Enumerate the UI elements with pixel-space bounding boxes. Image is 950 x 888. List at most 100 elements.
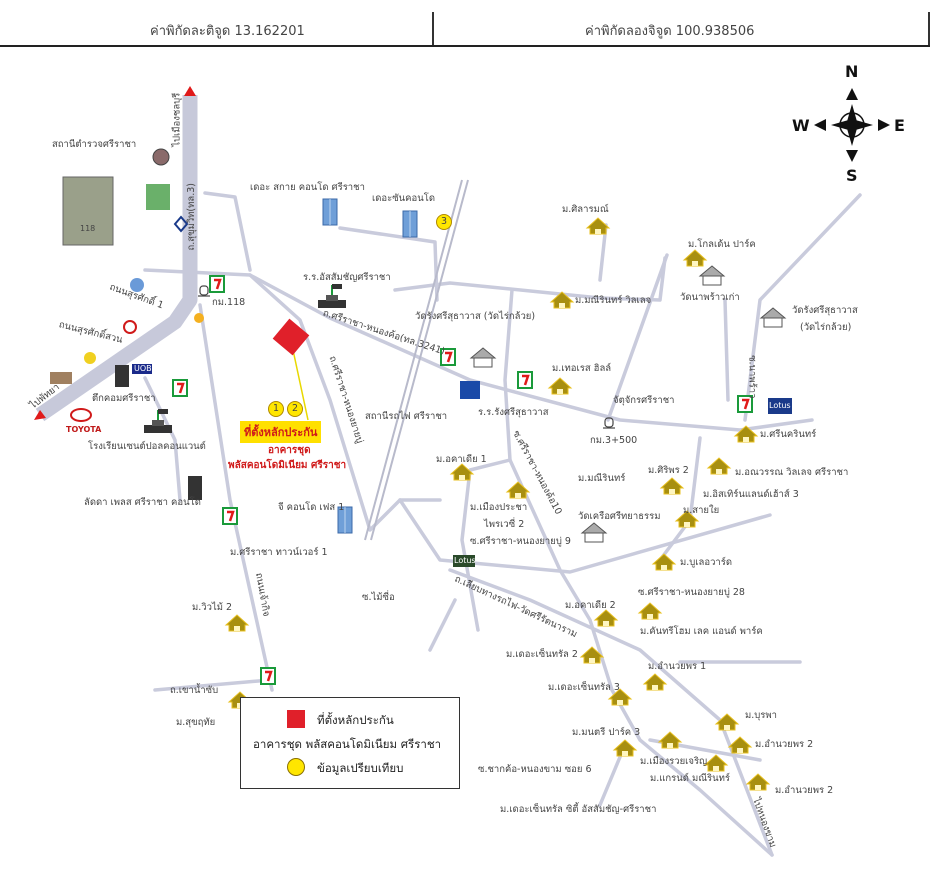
school-icon [317, 283, 347, 309]
house-icon [707, 457, 731, 475]
map-label: ม.เดอะเซ็นทรัล 3 [548, 682, 620, 693]
buildings [50, 148, 792, 567]
house-icon [704, 754, 728, 772]
lotus-logo-text: Lotus [769, 401, 791, 410]
map-label: ร.ร.อัสสัมชัญศรีราชา [303, 272, 391, 283]
toyota-logo-icon [70, 408, 92, 422]
seven-eleven-icon [208, 274, 226, 294]
office-building-icon [188, 476, 202, 500]
legend-subject-label: ที่ตั้งหลักประกัน [317, 713, 394, 727]
map-label: ซ.ศรีราชา-หนองยายบู่ 9 [470, 536, 571, 547]
bank-logo-icon [130, 278, 144, 292]
house-icon [643, 673, 667, 691]
direction-arrows [34, 86, 196, 420]
map-label: ถ.เขาน้ำซับ [170, 685, 219, 696]
house-icon [658, 731, 682, 749]
map-label: ม.มณีรินทร์ วิลเลจ [575, 295, 652, 306]
map-label: ม.วิวไม้ 2 [192, 602, 233, 613]
hospital-logo-icon [146, 184, 170, 210]
map-label: ตึกคอมศรีราชา [92, 393, 156, 404]
house-icon [586, 217, 610, 235]
map-label: วัดนาพร้าวเก่า [680, 292, 740, 303]
map-label: วัดรังศรีสุธาวาส (วัดไร่กล้วย) [415, 311, 536, 322]
subject-tag: ที่ตั้งหลักประกัน [240, 421, 322, 443]
school-icon [143, 408, 173, 434]
police-icon [152, 148, 170, 166]
map-label: ม.ศิริพร 2 [648, 465, 689, 476]
house-icon [450, 463, 474, 481]
compass [814, 88, 890, 162]
map-label: ม.มณีรินทร์ [578, 473, 626, 484]
map-label: ซ.นาพร้าว [746, 355, 758, 399]
uob-logo-text: UOB [134, 364, 152, 373]
map-label: ม.สายใย [683, 505, 720, 516]
map-label: ม.อิสเทิร์นแลนด์เฮ้าส์ 3 [703, 489, 799, 500]
map-label: (วัดไร่กล้วย) [800, 322, 852, 333]
house-icon [715, 713, 739, 731]
map-label: กม.118 [212, 297, 246, 308]
milestone-number: 118 [80, 224, 96, 233]
map-label: ซ.ศรีราชา-หนองยายบู่ 28 [638, 587, 745, 598]
bank-logo-icon [173, 215, 189, 233]
compass-north-label: N [845, 62, 859, 81]
comparable-marker-1[interactable]: 1 [268, 401, 284, 417]
comparable-marker-2[interactable]: 2 [287, 401, 303, 417]
seven-eleven-icon [516, 370, 534, 390]
house-icon [506, 481, 530, 499]
compass-south-label: S [846, 166, 858, 185]
temple-icon [581, 522, 607, 543]
legend-comparable-label: ข้อมูลเปรียบเทียบ [317, 761, 404, 775]
divider [928, 12, 930, 45]
house-icon [652, 553, 676, 571]
map-label: ไพรเวซี่ 2 [484, 519, 525, 530]
uob-logo-icon [132, 364, 152, 374]
map-legend: ที่ตั้งหลักประกัน อาคารชุด พลัสคอนโดมิเน… [240, 697, 460, 789]
map-label: ม.อคาเดีย 2 [565, 600, 616, 611]
house-icon [638, 602, 662, 620]
map-label: ซ.ไม้ซี่อ [362, 592, 395, 603]
flag-school-icon [460, 381, 480, 399]
map-label: ม.ศรีนครินทร์ [760, 429, 817, 440]
map-label: ม.แกรนด์ มณีรินทร์ [650, 773, 730, 784]
map-label: ม.เทอเรส ฮิลล์ [552, 363, 612, 374]
temple-icon [470, 347, 496, 368]
map-label: สถานีรถไฟ ศรีราชา [365, 411, 448, 422]
map-label: วัดเครือศรีทยาธรรม [578, 511, 661, 522]
map-label: ม.เดอะเซ็นทรัล 2 [506, 649, 578, 660]
latitude-label: ค่าพิกัดละติจูด 13.162201 [150, 24, 305, 39]
compass-west-label: W [792, 116, 810, 135]
map-label: ซ.ชากค้อ-หนองขาม ซอย 6 [478, 764, 592, 775]
lotus-logo-icon [453, 555, 475, 567]
map-label: ม.คันทรีโฮม เลค แอนด์ พาร์ค [640, 626, 763, 637]
map-label: ไปเมืองชลบุรี [171, 92, 183, 147]
comparable-marker-3[interactable]: 3 [436, 214, 452, 230]
house-icon [594, 609, 618, 627]
toyota-logo-text: TOYOTA [66, 425, 102, 434]
map-label: สถานีตำรวจศรีราชา [52, 139, 137, 150]
map-label: ลัดดา เพลส ศรีราชา คอนโด [84, 497, 201, 508]
arrow-north-icon [184, 86, 196, 96]
house-icon [225, 614, 249, 632]
subject-line1: อาคารชุด [268, 445, 311, 456]
condo-building-icon [402, 210, 418, 238]
map-label: ถ.สุขุมวิท(ทล.3) [185, 183, 197, 251]
milestone-icon [197, 285, 211, 297]
map-label: โรงเรียนเซนต์ปอลคอนแวนต์ [88, 441, 206, 452]
map-label: ม.เมืองรวยเจริญ [640, 756, 708, 767]
map-label: ม.บุรพา [745, 710, 778, 721]
map-label: ม.มนตรี ปาร์ค 3 [572, 727, 641, 738]
map-label: เดอะซันคอนโด [372, 193, 435, 204]
map-label: จี คอนโด เฟส 1 [278, 502, 345, 513]
lotus-logo-icon [768, 398, 792, 414]
house-icon [728, 736, 752, 754]
map-label: ม.โกลเด้น ปาร์ค [688, 239, 756, 250]
temple-icon [760, 307, 786, 328]
map-label: ม.อคาเดีย 1 [436, 454, 487, 465]
railway [364, 179, 469, 541]
lotus-logo-text: Lotus [454, 556, 476, 565]
longitude-label: ค่าพิกัดลองจิจูด 100.938506 [585, 24, 755, 39]
map-label: ม.ศรีราชา ทาวน์เวอร์ 1 [230, 547, 328, 558]
map-label: วัดรังศรีสุธาวาส [792, 305, 858, 316]
